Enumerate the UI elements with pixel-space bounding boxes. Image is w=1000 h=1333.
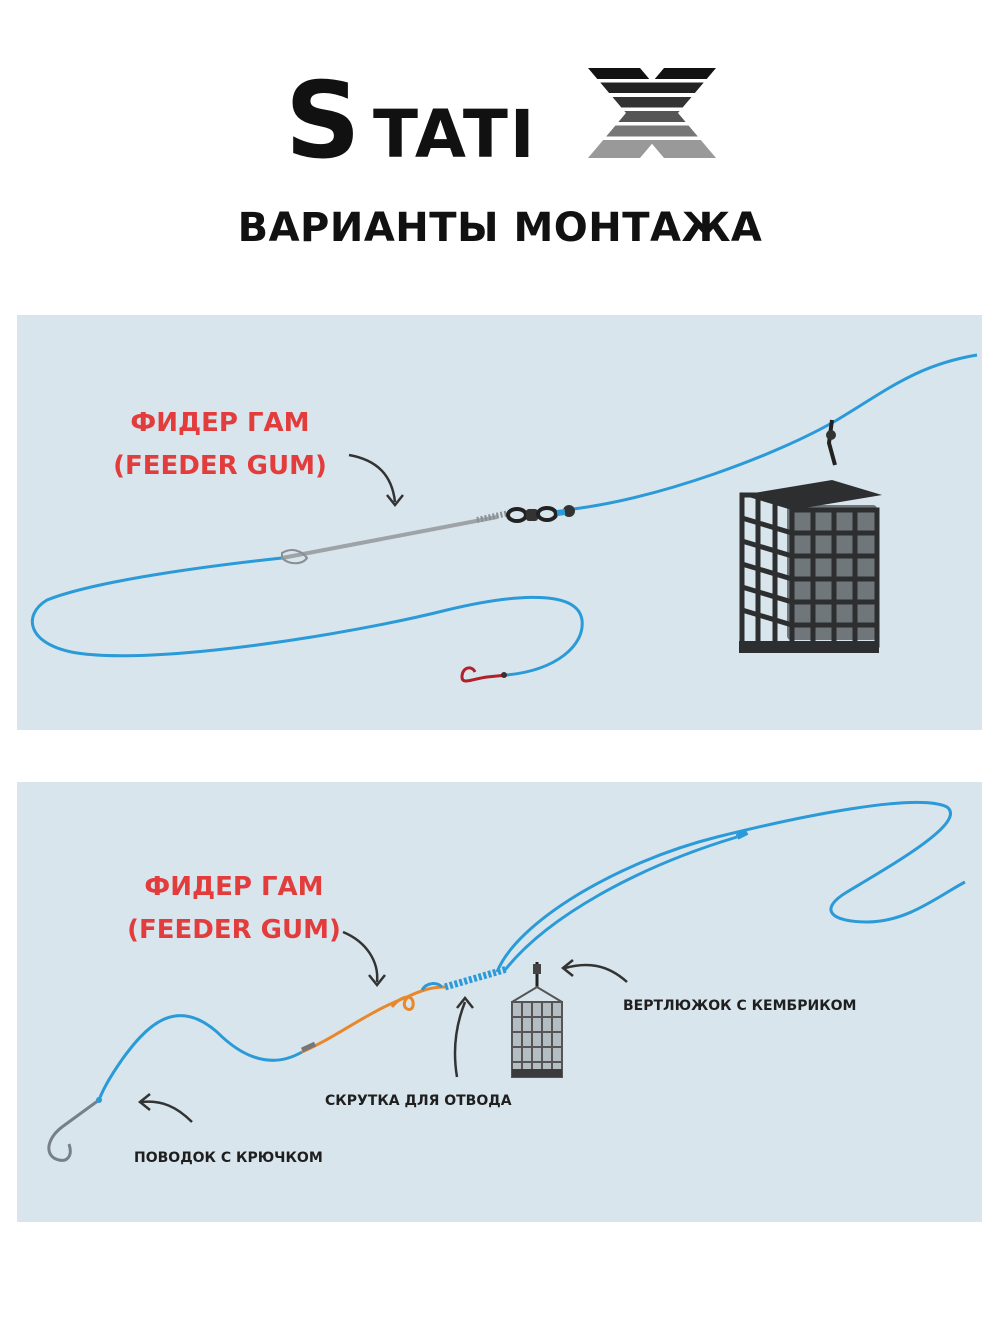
rig-diagram-1: ФИДЕР ГАМ (FEEDER GUM) (17, 315, 982, 730)
pointer-arrow-twist (453, 995, 474, 1078)
swivel-label: ВЕРТЛЮЖОК С КЕМБРИКОМ (623, 998, 857, 1014)
pointer-arrow-swivel (560, 959, 628, 983)
feeder-gum-grey (281, 510, 510, 565)
page-title: ВАРИАНТЫ МОНТАЖА (237, 205, 763, 251)
leader-line (97, 1014, 303, 1101)
main-line (495, 800, 966, 973)
feeder-gum-label: ФИДЕР ГАМ (FEEDER GUM) (109, 866, 359, 952)
logo-letter-x (588, 68, 716, 158)
feeder-swivel-icon (826, 419, 837, 466)
feeder-gum-label: ФИДЕР ГАМ (FEEDER GUM) (95, 402, 345, 488)
feeder-gum-label-ru: ФИДЕР ГАМ (130, 408, 310, 438)
feeder-gum-label-en: (FEEDER GUM) (113, 451, 327, 481)
leader-line (30, 556, 584, 677)
hook-icon (47, 1097, 102, 1162)
feeder-gum-label-en: (FEEDER GUM) (127, 915, 341, 945)
swivel-icon (506, 505, 575, 523)
feeder-gum-orange (301, 985, 446, 1054)
leader-label: ПОВОДОК С КРЮЧКОМ (134, 1150, 323, 1166)
pointer-arrow (348, 453, 397, 503)
hook-icon (460, 666, 508, 683)
main-line (564, 353, 978, 512)
feeder-gum-label-ru: ФИДЕР ГАМ (144, 872, 324, 902)
pointer-arrow-leader (137, 1093, 193, 1123)
pointer-arrow-feeder-gum (342, 930, 386, 988)
logo-letter-s: S (285, 60, 361, 180)
rig-diagram-2: ФИДЕР ГАМ (FEEDER GUM) ВЕРТЛЮЖОК С КЕМБР… (17, 782, 982, 1222)
twist-label: СКРУТКА ДЛЯ ОТВОДА (325, 1093, 512, 1109)
logo-letters-tati: TATI (373, 96, 536, 173)
cage-feeder-icon (511, 985, 563, 1078)
swivel-icon (533, 962, 541, 987)
cage-feeder-icon (739, 480, 882, 653)
brand-logo: S TATI (0, 50, 1000, 182)
